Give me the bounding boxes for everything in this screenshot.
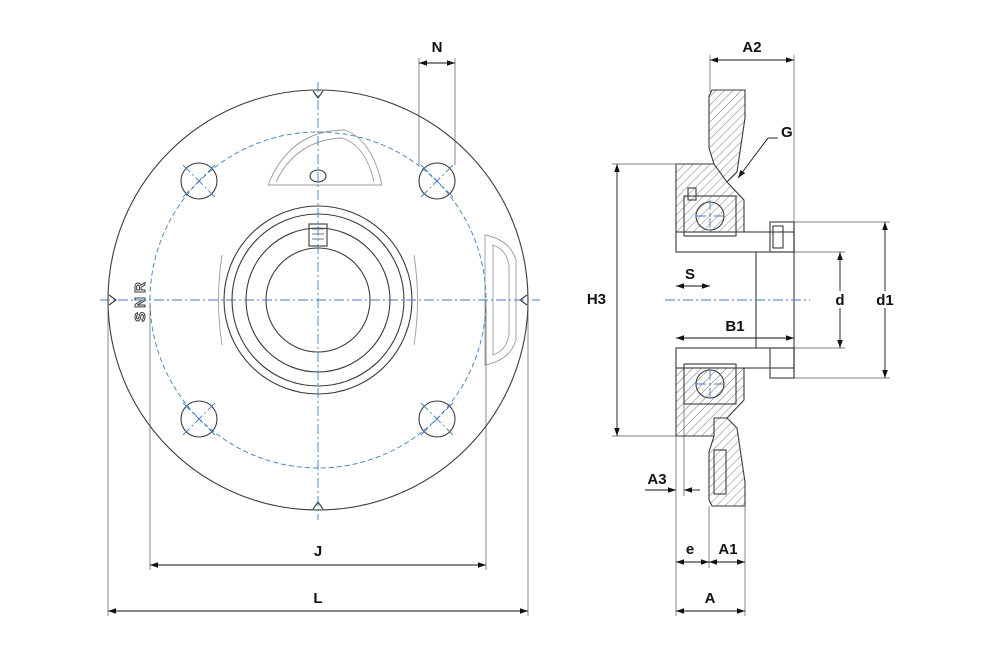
dimension-g: G bbox=[737, 124, 793, 179]
dimension-a3: A3 bbox=[645, 404, 700, 496]
cast-rib-top-inner bbox=[275, 137, 375, 183]
dimension-b1: B1 bbox=[676, 318, 794, 341]
side-view: A2 G H3 S B1 d bbox=[587, 39, 897, 616]
dimension-l: L bbox=[107, 305, 529, 616]
label-l: L bbox=[313, 590, 322, 607]
flange-notch-top bbox=[312, 90, 324, 99]
mounting-hole bbox=[180, 162, 218, 200]
dimension-e-a1: e A1 bbox=[675, 496, 746, 616]
flange-notch-left bbox=[108, 294, 117, 306]
inner-ring-upper bbox=[675, 231, 795, 253]
mounting-hole bbox=[180, 400, 218, 438]
flange-section-lower bbox=[708, 417, 746, 507]
housing-boss-right bbox=[413, 254, 418, 346]
label-a2: A2 bbox=[742, 39, 761, 56]
label-b1: B1 bbox=[725, 318, 744, 335]
flange-pocket bbox=[713, 449, 727, 495]
label-a3: A3 bbox=[647, 471, 666, 488]
cast-rib-right-inner bbox=[492, 244, 510, 356]
label-j: J bbox=[314, 543, 322, 560]
dimension-a2: A2 bbox=[709, 39, 795, 222]
dimension-n: N bbox=[418, 39, 456, 165]
dimension-j: J bbox=[149, 305, 487, 570]
housing-boss-left bbox=[218, 254, 223, 346]
dimension-d1: d1 bbox=[794, 221, 897, 379]
front-view: SNR N J L bbox=[100, 39, 540, 616]
mounting-hole bbox=[418, 400, 456, 438]
grease-nipple-side bbox=[687, 187, 697, 201]
cast-rib-top bbox=[267, 129, 383, 186]
set-screw-side bbox=[772, 225, 784, 249]
label-a1: A1 bbox=[718, 541, 737, 558]
bearing-upper bbox=[683, 195, 737, 237]
label-d1: d1 bbox=[876, 292, 894, 309]
label-a: A bbox=[705, 590, 716, 607]
label-n: N bbox=[432, 39, 443, 56]
label-h3: H3 bbox=[587, 291, 606, 308]
dimension-d: d bbox=[794, 251, 848, 349]
label-s: S bbox=[685, 266, 695, 283]
collar-lower bbox=[769, 347, 795, 379]
label-g: G bbox=[781, 124, 793, 141]
dimension-h3: H3 bbox=[587, 163, 678, 437]
bearing-lower bbox=[683, 363, 737, 405]
inner-ring-lower bbox=[675, 347, 795, 369]
cast-rib-right bbox=[484, 234, 517, 366]
label-e: e bbox=[686, 541, 694, 558]
collar-upper bbox=[769, 221, 795, 253]
dimension-a: A bbox=[676, 568, 746, 616]
mounting-hole bbox=[418, 162, 456, 200]
label-d: d bbox=[835, 292, 844, 309]
dimension-s: S bbox=[676, 266, 710, 289]
